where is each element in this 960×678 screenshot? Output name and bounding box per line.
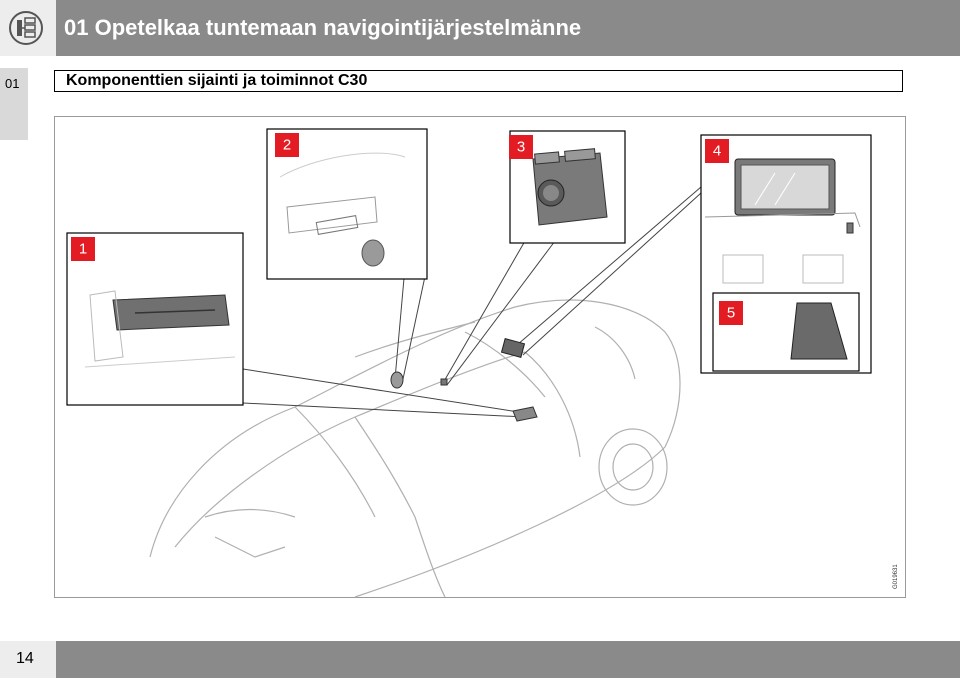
car-component-markers [390, 338, 538, 422]
chapter-tab-label: 01 [5, 76, 20, 91]
callout-5-label: 5 [727, 305, 735, 322]
section-heading-box [54, 70, 903, 92]
figure-illustration: 1 2 3 4 5 G019631 [66, 128, 899, 598]
page-number-box [0, 641, 56, 678]
chapter-tab [0, 68, 28, 140]
section-title: Komponenttien sijainti ja toiminnot C30 [66, 72, 368, 89]
callout-5: 5 [719, 301, 743, 325]
page-title: 01 Opetelkaa tuntemaan navigointijärjest… [64, 15, 582, 40]
header-icon-box [0, 0, 56, 56]
leader-lines [242, 186, 702, 418]
callout-4: 4 [705, 139, 729, 163]
callout-4-label: 4 [713, 143, 721, 160]
navigation-system-icon [9, 11, 43, 45]
detail-box-1 [66, 232, 244, 406]
header-bar [56, 0, 960, 56]
callout-2-label: 2 [283, 137, 291, 154]
component-location-figure: 1 2 3 4 5 G019631 [54, 116, 906, 598]
callout-3-label: 3 [517, 139, 525, 156]
footer-bar [56, 641, 960, 678]
callout-2: 2 [275, 133, 299, 157]
car-illustration [149, 299, 681, 598]
page-header: 01 Opetelkaa tuntemaan navigointijärjest… [0, 0, 960, 56]
detail-box-3 [509, 130, 626, 244]
callout-3: 3 [509, 135, 533, 159]
callout-1: 1 [71, 237, 95, 261]
page-number: 14 [16, 650, 34, 667]
figure-code: G019631 [893, 564, 899, 589]
callout-1-label: 1 [79, 241, 87, 258]
